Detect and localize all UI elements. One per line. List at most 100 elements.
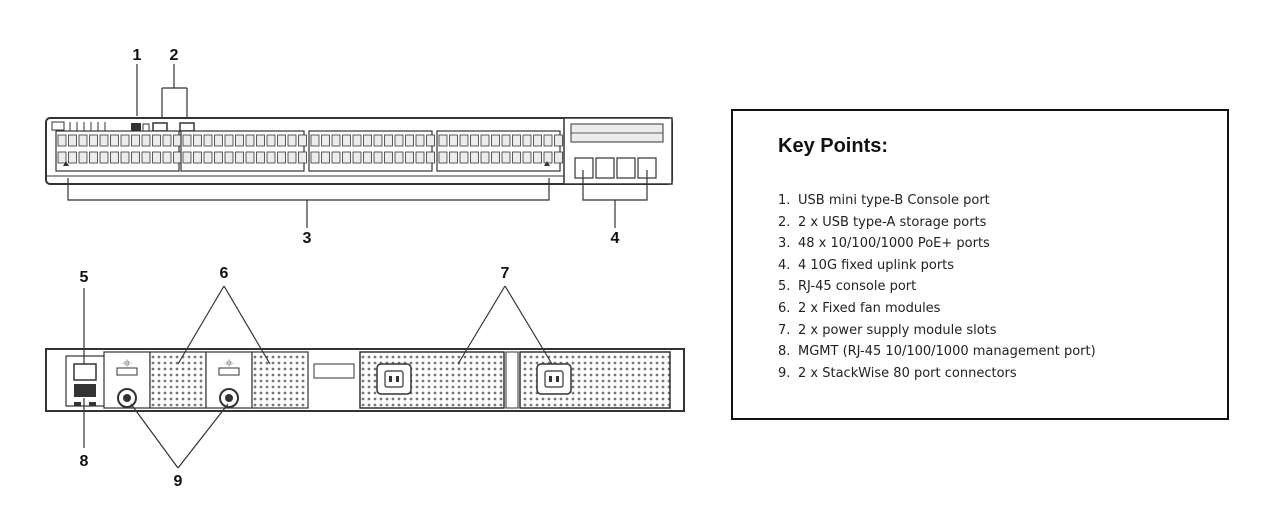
- rj45-port: [352, 134, 362, 147]
- list-item: 4.4 10G fixed uplink ports: [778, 257, 955, 273]
- callout-9: 9: [174, 473, 183, 490]
- rj45-console-port: [73, 363, 97, 381]
- key-points-list: 1.USB mini type-B Console port 2.2 x USB…: [778, 190, 1096, 384]
- callout-4: 4: [611, 230, 620, 247]
- rj45-port: [68, 151, 77, 164]
- callout-7: 7: [501, 265, 510, 282]
- svg-text:·ı|ı·: ·ı|ı·: [224, 360, 234, 367]
- rj45-port: [298, 134, 307, 147]
- rj45-port: [342, 134, 351, 147]
- fan-module-1: [149, 351, 207, 409]
- usb-mini-console-port: [131, 123, 141, 132]
- switch-diagram: ·ı|ı· ·ı|ı·: [45, 47, 685, 490]
- rj45-port: [277, 151, 286, 164]
- rj45-port: [415, 151, 425, 164]
- rj45-port: [331, 134, 341, 147]
- list-item: 6.2 x Fixed fan modules: [778, 300, 941, 316]
- rj45-port: [131, 151, 140, 164]
- rj45-port: [501, 134, 511, 147]
- rj45-port: [384, 151, 393, 164]
- callout-3: 3: [303, 230, 312, 247]
- list-item: 3.48 x 10/100/1000 PoE+ ports: [778, 236, 990, 252]
- rj45-port: [203, 134, 213, 147]
- uplink-port: [574, 157, 594, 179]
- list-item: 8.MGMT (RJ-45 10/100/1000 management por…: [778, 344, 1096, 360]
- rj45-port: [501, 151, 511, 164]
- rj45-port: [99, 134, 109, 147]
- rj45-port: [214, 151, 223, 164]
- rj45-port: [405, 151, 414, 164]
- rj45-port: [342, 151, 351, 164]
- label-slot: [313, 363, 355, 379]
- rj45-port: [470, 151, 479, 164]
- rj45-port: [543, 151, 553, 164]
- rj45-port: [543, 134, 553, 147]
- rj45-port: [394, 151, 404, 164]
- usb-a-port-1: [152, 122, 168, 132]
- rj45-port: [245, 134, 255, 147]
- rj45-port: [512, 151, 521, 164]
- rj45-port: [99, 151, 109, 164]
- rj45-port: [522, 151, 532, 164]
- rj45-port: [331, 151, 341, 164]
- rj45-port: [522, 134, 532, 147]
- rj45-port: [266, 134, 276, 147]
- rj45-port: [384, 134, 393, 147]
- uplink-ports: [574, 157, 657, 179]
- list-item: 7.2 x power supply module slots: [778, 322, 997, 338]
- rj45-port: [298, 151, 307, 164]
- rj45-port: [235, 134, 244, 147]
- rear-panel: ·ı|ı· ·ı|ı·: [45, 348, 685, 412]
- list-item: 9.2 x StackWise 80 port connectors: [778, 365, 1017, 381]
- rj45-port: [491, 134, 500, 147]
- rj45-port: [491, 151, 500, 164]
- callout-8: 8: [80, 453, 89, 470]
- rj45-port: [89, 134, 98, 147]
- callout-5: 5: [80, 269, 89, 286]
- rj45-port: [310, 151, 320, 164]
- uplink-port: [616, 157, 636, 179]
- callout-labels: 1 2 3 4 5 6 7 8 9: [80, 47, 620, 490]
- rj45-port: [310, 134, 320, 147]
- status-led-area: [51, 121, 106, 131]
- rj45-port: [68, 134, 77, 147]
- rj45-port: [120, 134, 130, 147]
- rj45-port: [162, 134, 172, 147]
- rj45-port: [173, 134, 182, 147]
- port-marker: [544, 161, 550, 166]
- rj45-port: [203, 151, 213, 164]
- rj45-port: [394, 134, 404, 147]
- rj45-port: [57, 151, 67, 164]
- rj45-port: [120, 151, 130, 164]
- callout-1: 1: [133, 47, 142, 64]
- rj45-port: [110, 151, 119, 164]
- key-points-box: Key Points: 1.USB mini type-B Console po…: [731, 109, 1229, 420]
- rj45-port: [480, 134, 490, 147]
- rj45-port: [173, 151, 182, 164]
- rj45-port: [57, 134, 67, 147]
- rj45-port: [182, 134, 192, 147]
- rj45-port: [89, 151, 98, 164]
- rj45-port: [373, 151, 383, 164]
- rj45-port: [256, 134, 265, 147]
- rj45-port: [426, 134, 435, 147]
- rj45-port: [480, 151, 490, 164]
- rj45-port: [152, 151, 161, 164]
- rj45-port: [449, 134, 458, 147]
- list-item: 5.RJ-45 console port: [778, 279, 917, 295]
- rj45-port: [533, 134, 542, 147]
- rj45-port: [235, 151, 244, 164]
- rj45-port: [363, 151, 372, 164]
- port-marker: [63, 161, 69, 166]
- rj45-port: [438, 134, 448, 147]
- rj45-port: [459, 151, 469, 164]
- front-callouts: [67, 64, 648, 228]
- rj45-port: [131, 134, 140, 147]
- rj45-port: [182, 151, 192, 164]
- rj45-port: [245, 151, 255, 164]
- rj45-port: [438, 151, 448, 164]
- rj45-port: [373, 134, 383, 147]
- mgmt-port: [74, 384, 96, 397]
- rj45-port: [321, 134, 330, 147]
- rj45-port: [193, 151, 202, 164]
